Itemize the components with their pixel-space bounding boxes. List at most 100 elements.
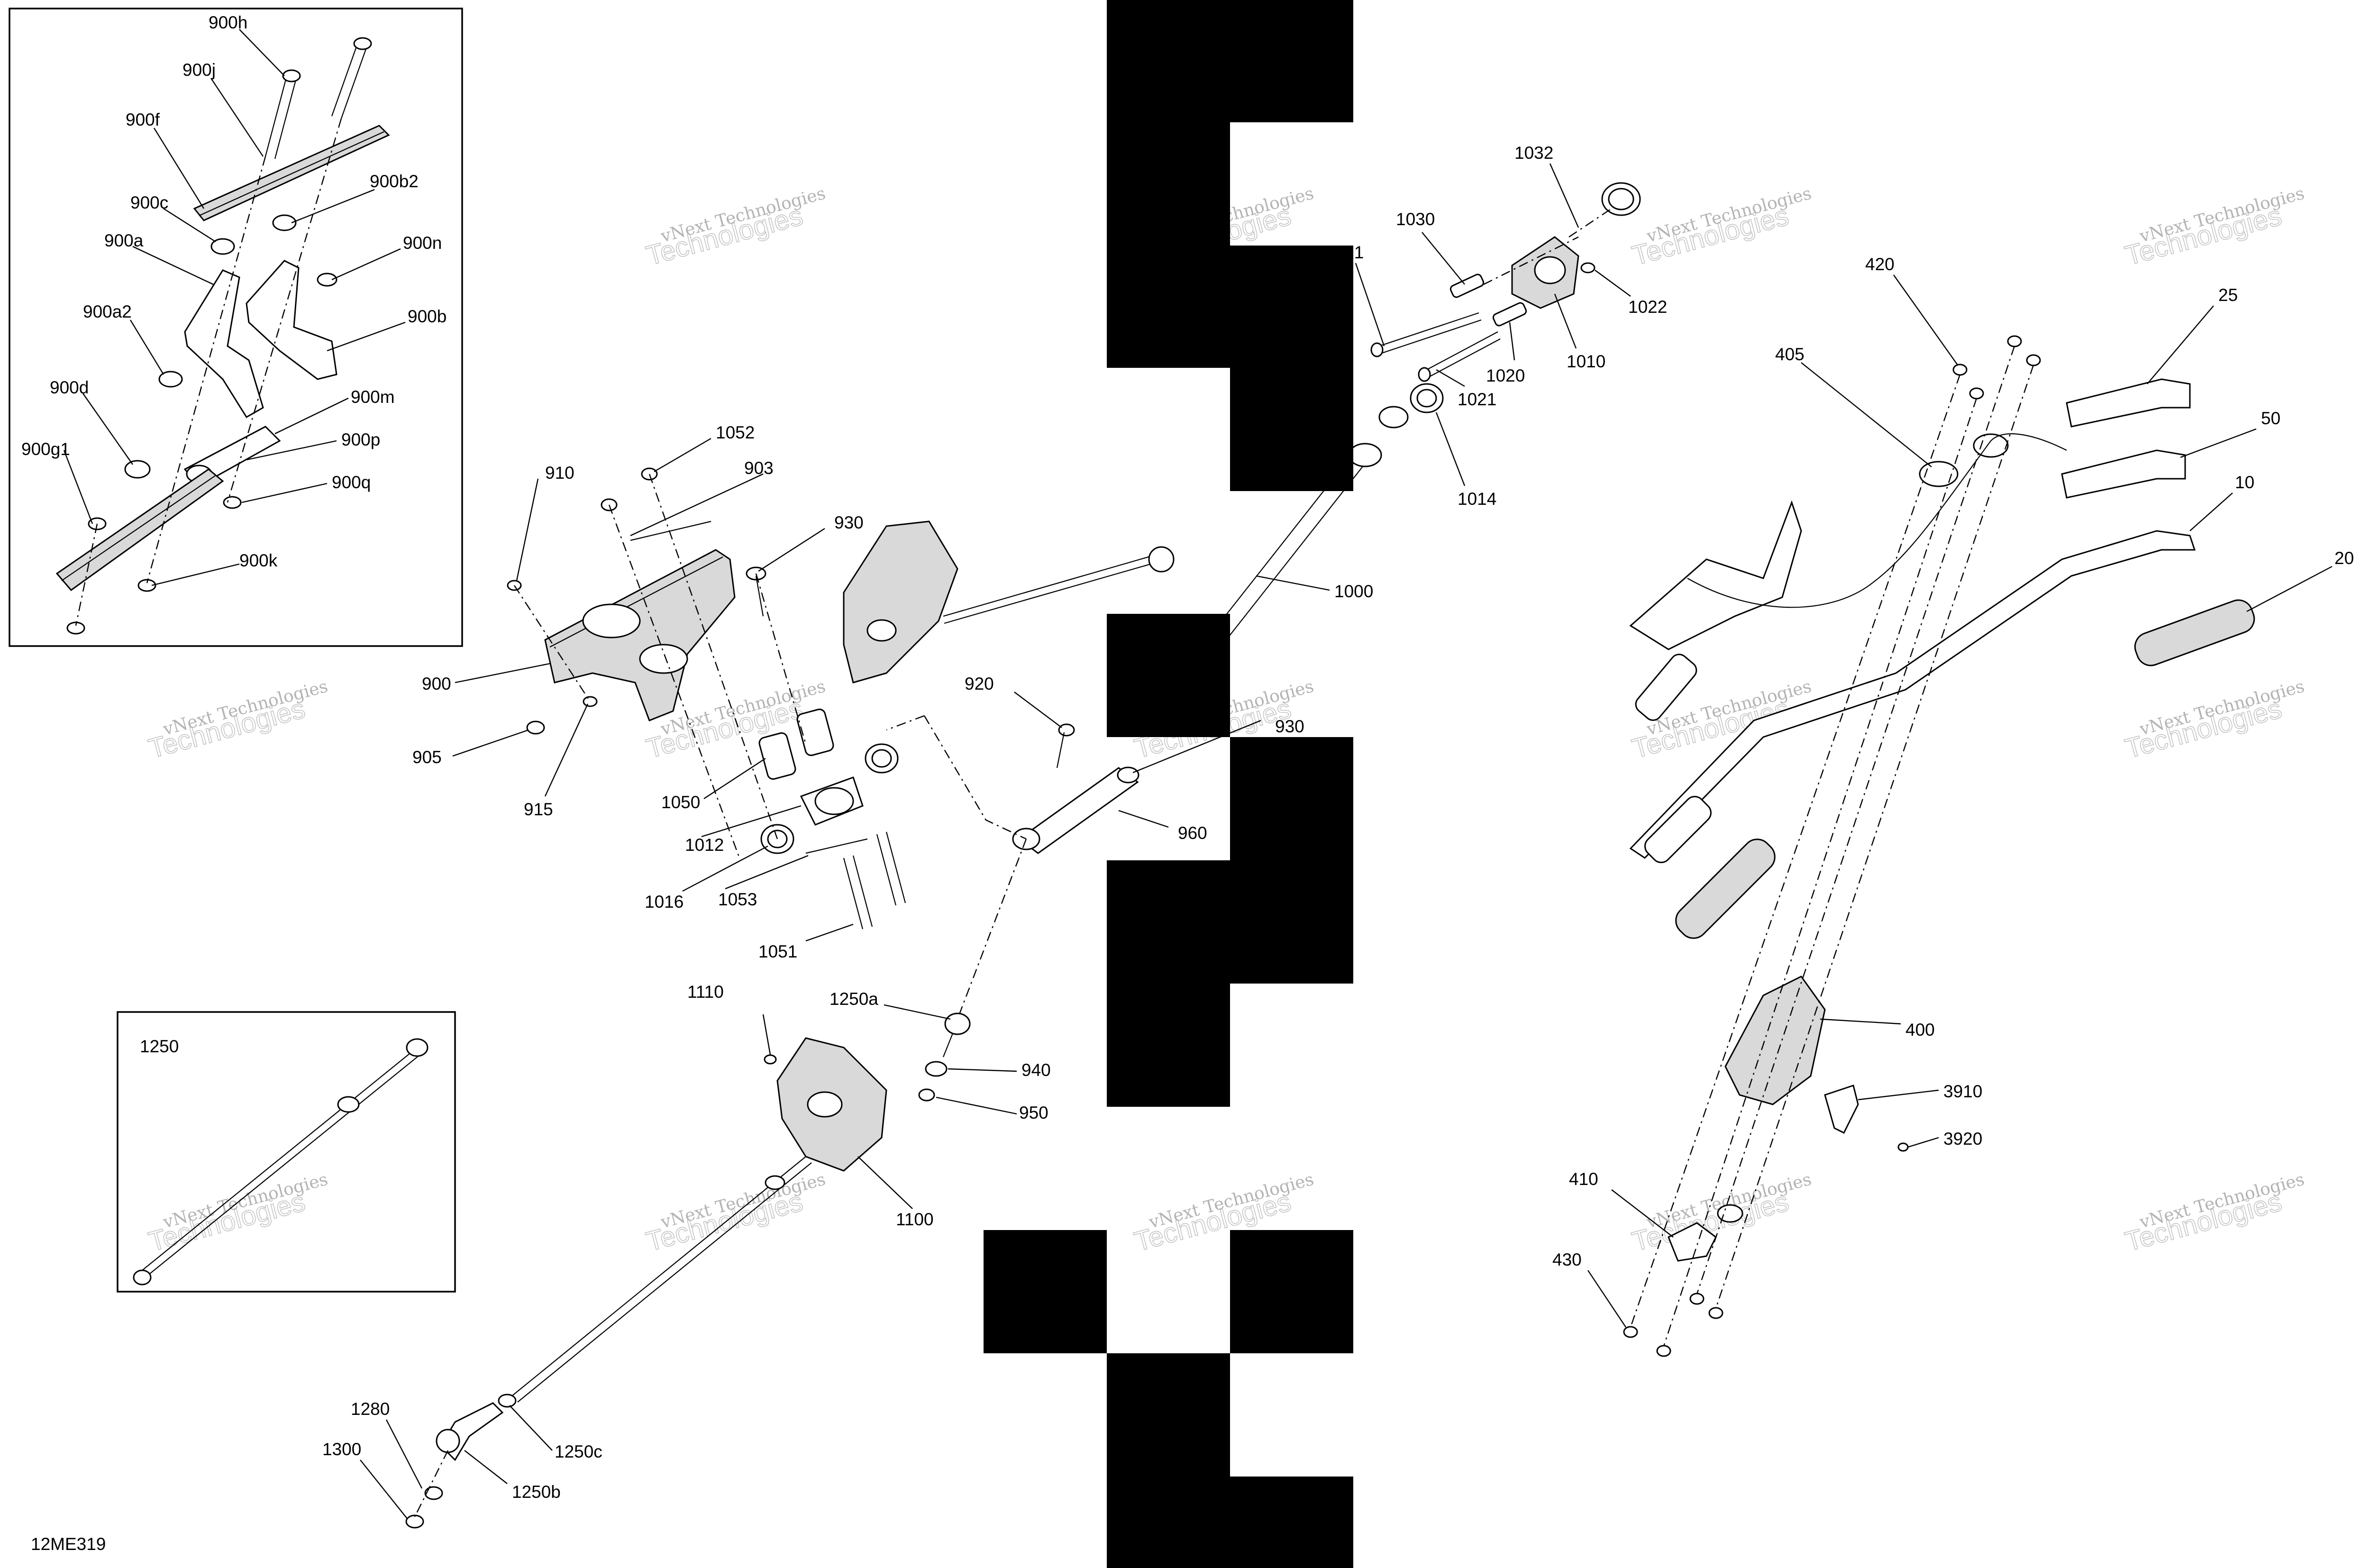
redaction-block: [1230, 1477, 1353, 1568]
arm-900b-drawing: [246, 260, 337, 380]
callout-20: 20: [2334, 548, 2354, 568]
redaction-block: [1230, 1230, 1353, 1353]
bolt-1051-drawing: [843, 857, 864, 930]
callout-1110: 1110: [687, 982, 724, 1002]
bolt-430-drawing: [1623, 1326, 1638, 1338]
bolt-900n-head: [317, 273, 337, 287]
redaction-block: [1107, 122, 1230, 246]
callout-1250b: 1250b: [512, 1482, 561, 1502]
callout-910: 910: [545, 463, 574, 483]
callout-900d: 900d: [50, 378, 89, 397]
nut-1022-drawing: [1580, 262, 1595, 273]
watermark-5: Technologies vNext Technologies: [145, 677, 330, 765]
callout-915: 915: [524, 800, 553, 819]
callout-1050: 1050: [661, 793, 700, 812]
redaction-block: [984, 1230, 1107, 1353]
screw-3920-drawing: [1897, 1142, 1909, 1152]
bolt-920-head: [1058, 723, 1075, 737]
grip-25-drawing: [2066, 378, 2191, 428]
callout-50: 50: [2261, 409, 2280, 428]
callout-960: 960: [1178, 823, 1207, 843]
callout-1100: 1100: [896, 1210, 934, 1229]
callout-900g1: 900g1: [21, 439, 70, 459]
callout-900: 900: [422, 674, 451, 693]
housing-930-drawing: [843, 520, 958, 684]
callout-1012: 1012: [685, 835, 724, 855]
inset-1250-detail: 1250: [117, 1011, 456, 1293]
watermark-1: Technologies vNext Technologies: [643, 184, 828, 272]
callout-900q: 900q: [332, 473, 371, 492]
bushing-1050-drawing: [758, 732, 796, 780]
callout-900p: 900p: [341, 430, 380, 449]
riser-400-drawing: [1724, 975, 1826, 1105]
callout-900k: 900k: [239, 551, 278, 570]
watermark-11: Technologies vNext Technologies: [643, 1170, 828, 1258]
callout-1000: 1000: [1334, 582, 1373, 601]
callout-900m: 900m: [351, 387, 395, 407]
grip-20-drawing: [2134, 599, 2255, 666]
callout-905: 905: [412, 748, 442, 767]
callout-430: 430: [1552, 1250, 1582, 1269]
washer-900d-drawing: [124, 460, 151, 479]
callout-930-upper: 930: [834, 513, 864, 532]
grip-50-drawing: [2061, 449, 2186, 499]
lower-tie-rod-assembly: 1110 1250a 940 950 1100 1280 1300 1250c …: [322, 982, 1051, 1529]
callout-900a2: 900a2: [83, 302, 132, 321]
arm-900a-drawing: [184, 269, 264, 419]
grip-left-drawing: [1644, 796, 1712, 863]
redaction-block: [1107, 1353, 1230, 1568]
nut-1110-drawing: [764, 1054, 777, 1065]
callout-1021: 1021: [1458, 390, 1496, 409]
spacer-900b2-drawing: [272, 214, 297, 231]
watermark-14: Technologies vNext Technologies: [2122, 1170, 2306, 1258]
plate-900f-drawing: [193, 125, 390, 221]
clamp-405-drawing: [1919, 461, 1959, 487]
callout-900b2: 900b2: [370, 172, 419, 191]
callout-950: 950: [1019, 1103, 1048, 1122]
callout-900c: 900c: [130, 193, 168, 212]
callout-10: 10: [2235, 473, 2254, 492]
throttle-cable: [1687, 433, 2067, 608]
sleeve-1020-drawing: [1492, 302, 1527, 327]
washer-940-drawing: [925, 1061, 948, 1077]
redaction-block: [1230, 368, 1353, 491]
callout-900h: 900h: [209, 13, 247, 32]
nut-915-drawing: [583, 696, 598, 707]
watermark-10: Technologies vNext Technologies: [145, 1170, 330, 1258]
callout-1300: 1300: [322, 1440, 361, 1459]
bolt-1031-drawing: [1379, 312, 1479, 347]
callout-900n: 900n: [403, 233, 442, 253]
callout-900a: 900a: [104, 231, 144, 250]
callout-3920: 3920: [1943, 1129, 1982, 1149]
bolt-900j-drawing: [331, 37, 372, 119]
callout-930-lower: 930: [1275, 717, 1304, 736]
inset-900-detail: 900h 900j 900f 900c 900b2 900a 900n 900a…: [9, 8, 463, 647]
nut-900q-drawing: [223, 496, 242, 509]
redaction-blocks: [984, 0, 1353, 1568]
bolt-1021-drawing: [1426, 331, 1498, 370]
nut-1280-drawing: [424, 1486, 443, 1500]
grip-heated-drawing: [1675, 839, 1776, 939]
callout-1250c: 1250c: [555, 1442, 602, 1461]
shim-1053-drawing: [805, 838, 868, 854]
inset-900-frame: [9, 8, 463, 647]
nut-1300-drawing: [405, 1514, 424, 1529]
callout-900b: 900b: [408, 307, 447, 326]
handguard-drawing: [1629, 500, 1802, 650]
clamp-410-drawing: [1668, 1222, 1717, 1262]
spacer-900a2-drawing: [158, 371, 183, 388]
diagram-code: 12ME319: [31, 1534, 106, 1554]
callout-1032: 1032: [1514, 143, 1553, 163]
callout-25: 25: [2218, 285, 2238, 305]
bracket-900-drawing: [544, 549, 736, 721]
redaction-block: [1107, 614, 1230, 737]
callout-400: 400: [1905, 1020, 1935, 1039]
redaction-block: [1107, 860, 1230, 1107]
redaction-block: [1107, 0, 1353, 122]
bolt-420-drawing: [1952, 364, 1968, 376]
spacer-900c-drawing: [210, 238, 235, 255]
callout-3910: 3910: [1943, 1082, 1982, 1101]
callout-1250a: 1250a: [830, 989, 878, 1009]
watermark-4: Technologies vNext Technologies: [2122, 184, 2306, 272]
